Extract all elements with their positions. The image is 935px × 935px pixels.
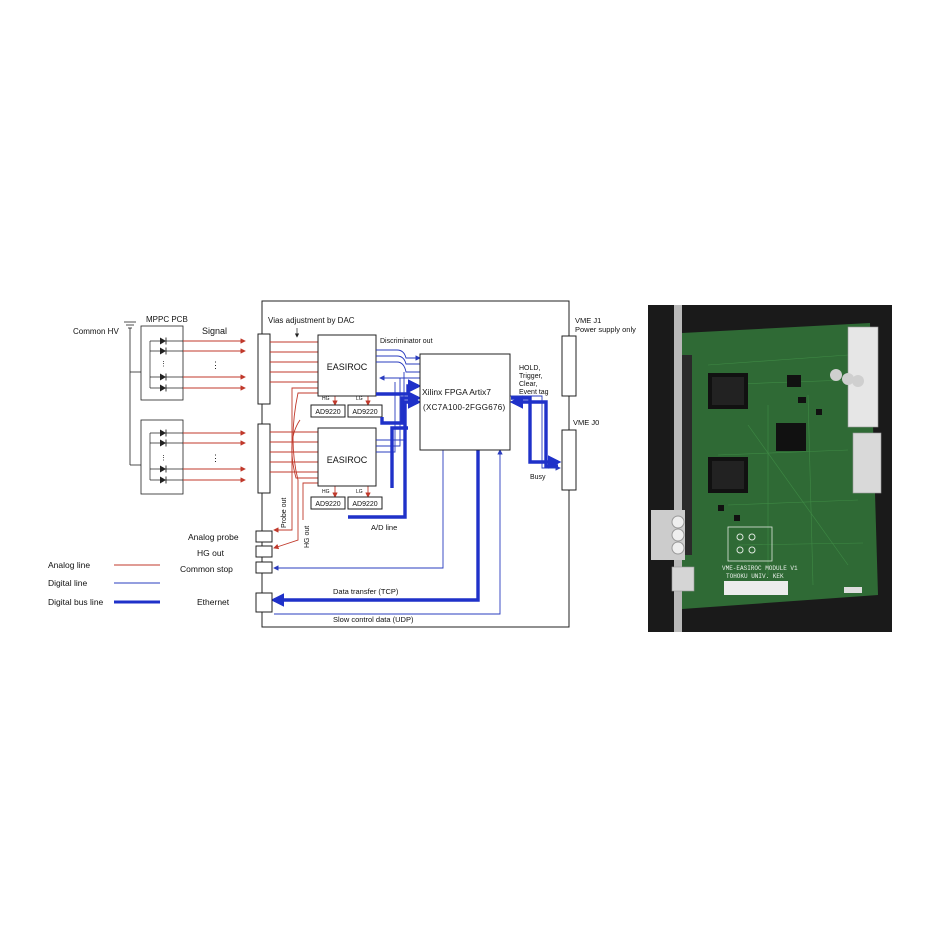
- lg-label-top: LG: [356, 396, 363, 402]
- signal-label: Signal: [202, 326, 227, 336]
- easiroc-block-top: [317, 334, 377, 397]
- board-silk-line1: VME-EASIROC MODULE V1: [722, 565, 798, 572]
- vias-label: Vias adjustment by DAC: [268, 316, 355, 325]
- signal-connector-top: [257, 333, 271, 405]
- hg-out-connector: [255, 545, 273, 558]
- easiroc-block-bottom: [317, 427, 377, 487]
- fpga-block: [419, 353, 511, 451]
- signal-lines: [183, 338, 246, 483]
- common-hv-label: Common HV: [73, 327, 119, 336]
- legend-analog-label: Analog line: [48, 560, 90, 570]
- hg-label-top: HG: [322, 396, 330, 402]
- slow-control-label: Slow control data (UDP): [333, 615, 414, 624]
- legend-bus-label: Digital bus line: [48, 597, 104, 607]
- ground-symbol: [124, 321, 141, 466]
- legend: Analog line Digital line Digital bus lin…: [48, 560, 160, 607]
- signal-connector-bottom: [257, 423, 271, 494]
- busy-label: Busy: [530, 474, 546, 481]
- vme-j1-sub-label: Power supply only: [575, 325, 636, 334]
- mppc-pcb-block-top: [140, 325, 184, 401]
- diode-icon: [150, 429, 183, 437]
- analog-probe-label: Analog probe: [188, 532, 239, 542]
- ellipsis-bottom: ⋮: [211, 453, 220, 463]
- mppc-pcb-label: MPPC PCB: [146, 315, 188, 324]
- board-silk-line2: TOHOKU UNIV. KEK: [726, 573, 784, 580]
- diode-array-top: [149, 337, 183, 392]
- analog-feed-lines: [270, 341, 371, 550]
- digital-lines: [273, 349, 561, 615]
- diode-icon: [150, 384, 183, 392]
- hg-label-bottom: HG: [322, 489, 330, 495]
- clear-label: Clear,: [519, 381, 537, 388]
- ethernet-connector: [255, 592, 273, 613]
- mppc-pcb-block-bottom: [140, 419, 184, 495]
- ad-line-label: A/D line: [371, 523, 397, 532]
- event-tag-label: Event tag: [519, 389, 549, 396]
- adc-label-2: AD9220: [352, 409, 377, 416]
- adc-label-1: AD9220: [315, 409, 340, 416]
- easiroc-label-bottom: EASIROC: [327, 455, 368, 465]
- ellipsis-mppc-top: ⋮: [160, 361, 167, 368]
- module-outline: [261, 300, 570, 628]
- diode-icon: [150, 465, 183, 473]
- adc-label-3: AD9220: [315, 501, 340, 508]
- diode-icon: [150, 373, 183, 381]
- ellipsis-top: ⋮: [211, 360, 220, 370]
- vme-j1-connector: [561, 335, 577, 397]
- adc-block-4: [347, 496, 383, 510]
- adc-block-1: [310, 404, 346, 418]
- fpga-label-1: Xilinx FPGA Artix7: [422, 387, 491, 397]
- diode-icon: [150, 337, 183, 345]
- common-stop-label: Common stop: [180, 564, 233, 574]
- data-transfer-label: Data transfer (TCP): [333, 587, 399, 596]
- vme-j0-connector: [561, 429, 577, 491]
- adc-label-4: AD9220: [352, 501, 377, 508]
- ellipsis-mppc-bottom: ⋮: [160, 455, 167, 462]
- vme-j1-label: VME J1: [575, 316, 601, 325]
- common-stop-connector: [255, 561, 273, 574]
- lg-label-bottom: LG: [356, 489, 363, 495]
- hg-out-label: HG out: [197, 548, 225, 558]
- vme-j0-label: VME J0: [573, 418, 599, 427]
- analog-probe-connector: [255, 530, 273, 543]
- diode-icon: [150, 347, 183, 355]
- board-illustration: VME-EASIROC MODULE V1 TOHOKU UNIV. KEK: [648, 305, 892, 632]
- legend-digital-label: Digital line: [48, 578, 87, 588]
- diode-icon: [150, 439, 183, 447]
- digital-bus-lines: [270, 379, 562, 607]
- board-photo: VME-EASIROC MODULE V1 TOHOKU UNIV. KEK: [648, 305, 892, 632]
- ethernet-label: Ethernet: [197, 597, 230, 607]
- hg-out-vertical-label: HG out: [304, 526, 311, 548]
- easiroc-label-top: EASIROC: [327, 362, 368, 372]
- hold-label: HOLD,: [519, 365, 540, 372]
- adc-block-3: [310, 496, 346, 510]
- discriminator-label: Discriminator out: [380, 338, 433, 345]
- fpga-label-2: (XC7A100-2FGG676): [423, 403, 506, 412]
- probe-out-label: Probe out: [281, 498, 288, 528]
- trigger-label: Trigger,: [519, 373, 543, 380]
- diode-array-bottom: [149, 429, 183, 484]
- adc-block-2: [347, 404, 383, 418]
- diode-icon: [150, 476, 183, 484]
